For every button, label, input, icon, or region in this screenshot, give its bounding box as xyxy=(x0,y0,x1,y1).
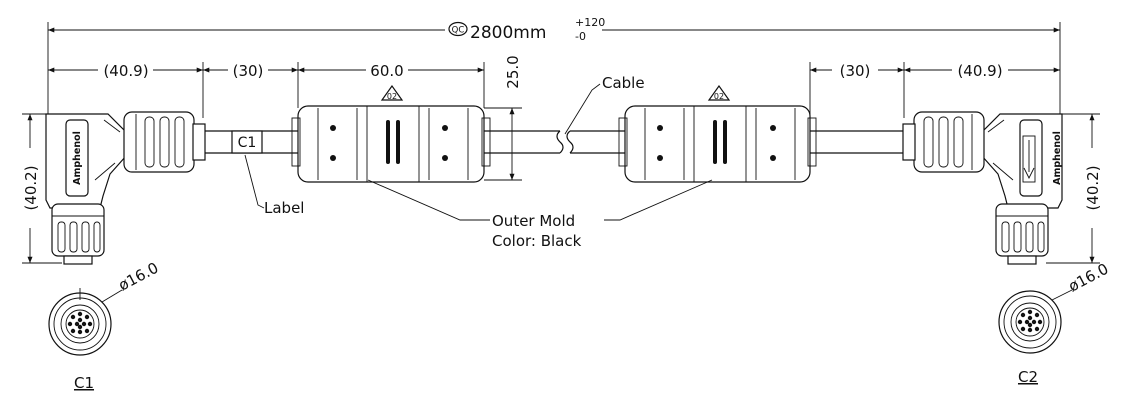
cable-middle-segment xyxy=(484,130,625,154)
cable-callout-label: Cable xyxy=(602,74,645,92)
svg-text:02: 02 xyxy=(714,92,724,101)
cable-label-tag: C1 xyxy=(231,130,263,154)
overall-length-dimension: QC 2800mm +120 -0 xyxy=(47,16,1061,120)
cable-right-segment xyxy=(810,130,904,154)
left-label-gap-label: (30) xyxy=(233,62,264,80)
tolerance-plus: +120 xyxy=(575,16,605,29)
left-brand-text: Amphenol xyxy=(72,131,83,185)
revision-triangle-right-icon: 02 xyxy=(707,84,731,101)
overall-length-label: 2800mm xyxy=(470,23,546,43)
left-connector-height-label: (40.2) xyxy=(22,165,40,210)
right-connector-height-label: (40.2) xyxy=(1084,165,1102,210)
left-connector-length-label: (40.9) xyxy=(103,62,148,80)
outer-mold-line2: Color: Black xyxy=(492,232,582,250)
label-callout-text: Label xyxy=(264,199,304,217)
label-callout: Label xyxy=(244,154,304,217)
right-overmold: 02 xyxy=(618,84,817,183)
qc-mark-icon: QC xyxy=(448,21,468,37)
svg-text:02: 02 xyxy=(387,92,397,101)
left-face-diameter-label: ø16.0 xyxy=(115,259,161,295)
cable-label-tag-text: C1 xyxy=(238,135,257,151)
right-connector-height-dimension: (40.2) xyxy=(1046,113,1102,264)
face-view-c2: ø16.0 C2 xyxy=(998,260,1111,386)
right-label-gap-label: (30) xyxy=(840,62,871,80)
right-connector-length-label: (40.9) xyxy=(957,62,1002,80)
right-connector-c2: Amphenol xyxy=(902,111,1063,265)
revision-triangle-left-icon: 02 xyxy=(380,84,404,101)
arrow-down-icon xyxy=(1022,135,1036,183)
outer-mold-callout: Outer Mold Color: Black xyxy=(367,179,713,250)
cable-callout: Cable xyxy=(564,74,645,135)
mold-diameter-label: 25.0 xyxy=(504,55,522,88)
left-connector-height-dimension: (40.2) xyxy=(22,113,62,264)
mold-diameter-dimension: 25.0 xyxy=(484,55,522,181)
left-overmold: 02 xyxy=(291,84,491,183)
mold-length-label: 60.0 xyxy=(370,62,403,80)
right-brand-text: Amphenol xyxy=(1052,131,1063,185)
right-face-diameter-label: ø16.0 xyxy=(1065,260,1111,296)
outer-mold-line1: Outer Mold xyxy=(492,212,575,230)
c2-name-label: C2 xyxy=(1018,368,1038,386)
svg-text:QC: QC xyxy=(452,26,465,36)
face-view-c1: ø16.0 C1 xyxy=(48,259,161,392)
tolerance-minus: -0 xyxy=(575,30,586,43)
c1-name-label: C1 xyxy=(74,374,94,392)
left-connector-c1: Amphenol xyxy=(45,111,206,265)
segment-dimensions: (40.9) (30) 60.0 (30) (40.9) xyxy=(48,62,1060,118)
